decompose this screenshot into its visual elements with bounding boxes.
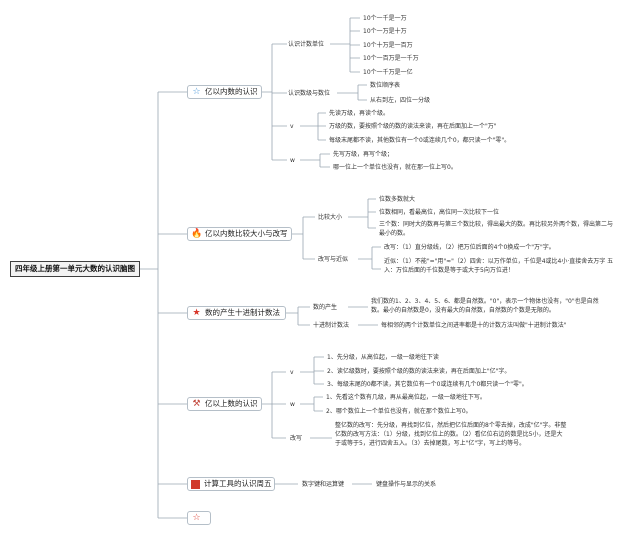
subtopic-node[interactable]: 认识计数单位 [288, 41, 325, 48]
leaf-node[interactable]: 我们数的1、2、3、4、5、6、都是自然数。"0"，表示一个物体也没有，"0"也… [371, 298, 599, 314]
subtopic-node[interactable]: 改写 [290, 435, 303, 442]
leaf-node[interactable]: 3、每级末尾的0都不读，其它数位有一个0或连续有几个0都只读一个"零"。 [327, 381, 528, 388]
branch-node-2[interactable]: 🔥 亿以内数比较大小与改写 [187, 227, 292, 241]
leaf-node[interactable]: 10个一万是十万 [363, 28, 407, 35]
subtopic-node[interactable]: 比较大小 [318, 214, 343, 221]
subtopic-node[interactable]: v [290, 123, 294, 130]
leaf-node[interactable]: 三个数：同时大的数再与第三个数比较，得出最大的数。再比较另外两个数，得出第二与最… [379, 221, 614, 237]
leaf-node[interactable]: 从右到左，四位一分级 [370, 97, 431, 104]
subtopic-node[interactable]: v [290, 369, 294, 376]
leaf-node[interactable]: 哪一位上一个单位也没有，就在那一位上写0。 [333, 164, 457, 171]
leaf-node[interactable]: 2、读亿级数时，要按照个级的数的读法来读，再在后面加上"亿"字。 [327, 368, 511, 375]
leaf-node[interactable]: 近似：（1）不能"="用"≈"（2）四舍：以万作单位，千位是4或比4小·直接舍去… [384, 258, 614, 274]
leaf-node[interactable]: 1、先分级，从高位起，一级一级地往下读 [327, 354, 439, 361]
leaf-node[interactable]: 每级末尾都不读，其他数位有一个0或连续几个0，都只读一个"零"。 [329, 137, 511, 144]
leaf-node[interactable]: 先写万级，再写个级； [333, 151, 394, 158]
branch-label: 亿以上数的认识 [205, 399, 258, 408]
leaf-node[interactable]: 10个一千是一万 [363, 15, 407, 22]
leaf-node[interactable]: 2、哪个数位上一个单位也没有，就在那个数位上写0。 [326, 408, 472, 415]
subtopic-node[interactable]: 十进制计数法 [313, 322, 350, 329]
red-square-icon [191, 479, 200, 489]
branch-label: 数的产生十进制计数法 [205, 308, 280, 317]
leaf-node[interactable]: 位数多数就大 [379, 196, 416, 203]
leaf-node[interactable]: 10个十万是一百万 [363, 42, 413, 49]
branch-connectors [158, 91, 187, 519]
star-outline-icon: ☆ [192, 86, 201, 97]
subtopic-node[interactable]: w [290, 157, 295, 164]
fire-icon: 🔥 [191, 228, 203, 239]
leaf-node[interactable]: 先读万级，再读个级。 [329, 110, 390, 117]
star-outline-small-icon: ☆ [192, 512, 201, 523]
leaf-node[interactable]: 10个一百万是一千万 [363, 55, 419, 62]
branch-label: 计算工具的认识周五 [204, 479, 272, 488]
leaf-node[interactable]: 改写：（1）直分级线，（2）把万位后面的4个0换成一个"万"字。 [384, 244, 555, 251]
branch-node-1[interactable]: ☆ 亿以内数的认识 [187, 85, 262, 99]
leaf-node[interactable]: 数位顺序表 [370, 82, 401, 89]
leaf-node[interactable]: 10个一千万是一亿 [363, 69, 413, 76]
branch-node-6[interactable]: ☆ [187, 511, 211, 525]
branch-label: 亿以内数比较大小与改写 [205, 229, 288, 238]
leaf-node[interactable]: 键盘操作与显示的关系 [376, 481, 437, 488]
subtopic-node[interactable]: 认识数级与数位 [288, 90, 331, 97]
root-node[interactable]: 四年级上册第一单元大数的认识脑图 [10, 261, 140, 277]
subtopic-node[interactable]: 数字键和运算键 [302, 481, 345, 488]
leaf-node[interactable]: 每相邻的两个计数单位之间进率都是十的计数方法叫做"十进制计数法" [381, 322, 567, 329]
subtopic-node[interactable]: w [290, 401, 295, 408]
leaf-node[interactable]: 万级的数，要按照个级的数的读法来读，再在后面加上一个"万" [329, 123, 497, 130]
branch-label: 亿以内数的认识 [205, 87, 258, 96]
star-filled-icon: ★ [192, 307, 201, 318]
leaf-node[interactable]: 位数相同，看最高位，高位同一次比较下一位 [379, 209, 500, 216]
subtopic-node[interactable]: 改写与近似 [318, 256, 349, 263]
connector-lines [140, 17, 381, 519]
leaf-node[interactable]: 1、先看这个数有几级，再从最高位起，一级一级地往下写。 [326, 394, 486, 401]
subtopic-node[interactable]: 数的产生 [313, 304, 338, 311]
branch-node-5[interactable]: 计算工具的认识周五 [187, 477, 275, 491]
leaf-node[interactable]: 整亿数的改写：先分级，再找到亿位，然后把亿位后面的8个零去掉，改成"亿"字。非整… [335, 422, 567, 447]
branch-node-4[interactable]: ⚒ 亿以上数的认识 [187, 397, 262, 411]
tools-icon: ⚒ [192, 398, 201, 409]
branch-node-3[interactable]: ★ 数的产生十进制计数法 [187, 306, 286, 320]
